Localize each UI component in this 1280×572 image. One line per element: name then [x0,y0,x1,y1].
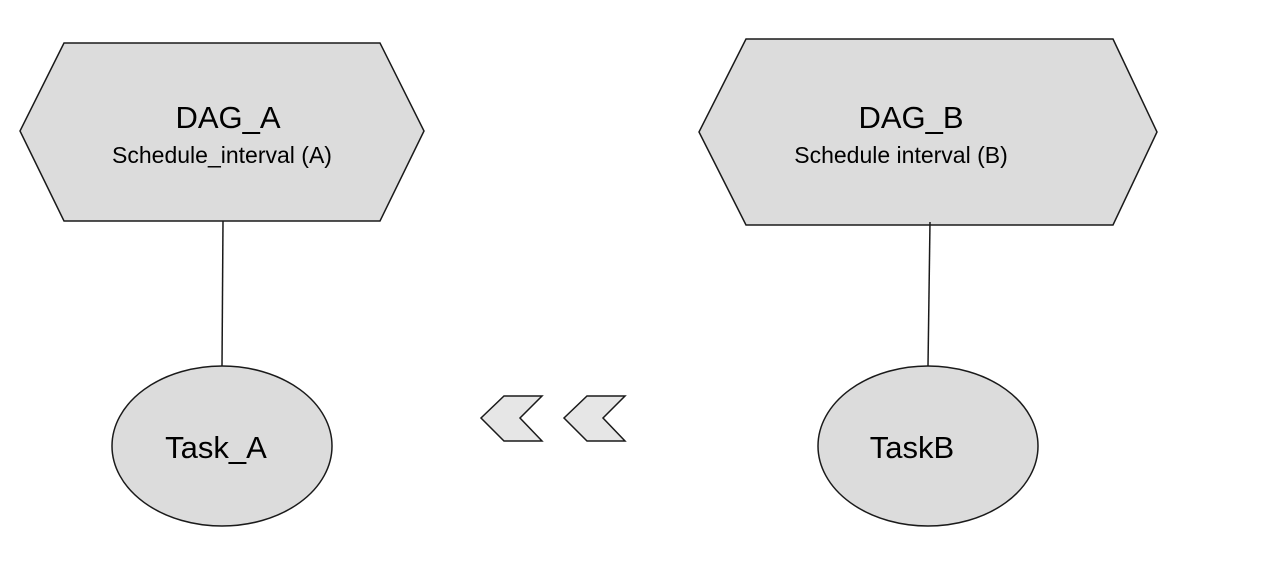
dag-a-hexagon [19,42,425,222]
dag-b-task-b-connector [927,221,931,367]
dag-b-subtitle: Schedule interval (B) [794,142,1008,168]
dependency-arrow [479,395,627,442]
task-b-node: TaskB [817,365,1039,527]
dag-b-hexagon [698,38,1158,226]
dag-a-subtitle: Schedule_interval (A) [112,142,332,168]
task-a-label: Task_A [165,430,267,465]
dag-a-task-a-connector [221,220,224,367]
chevron-left-icon [562,395,627,442]
dag-b-title: DAG_B [858,100,963,135]
dag-b-node: DAG_B Schedule interval (B) [698,38,1158,226]
task-b-label: TaskB [870,430,954,465]
chevron-left-icon [479,395,544,442]
task-a-ellipse [111,365,333,527]
dag-a-title: DAG_A [175,100,280,135]
dag-a-node: DAG_A Schedule_interval (A) [19,42,425,222]
task-b-ellipse [817,365,1039,527]
task-a-node: Task_A [111,365,333,527]
